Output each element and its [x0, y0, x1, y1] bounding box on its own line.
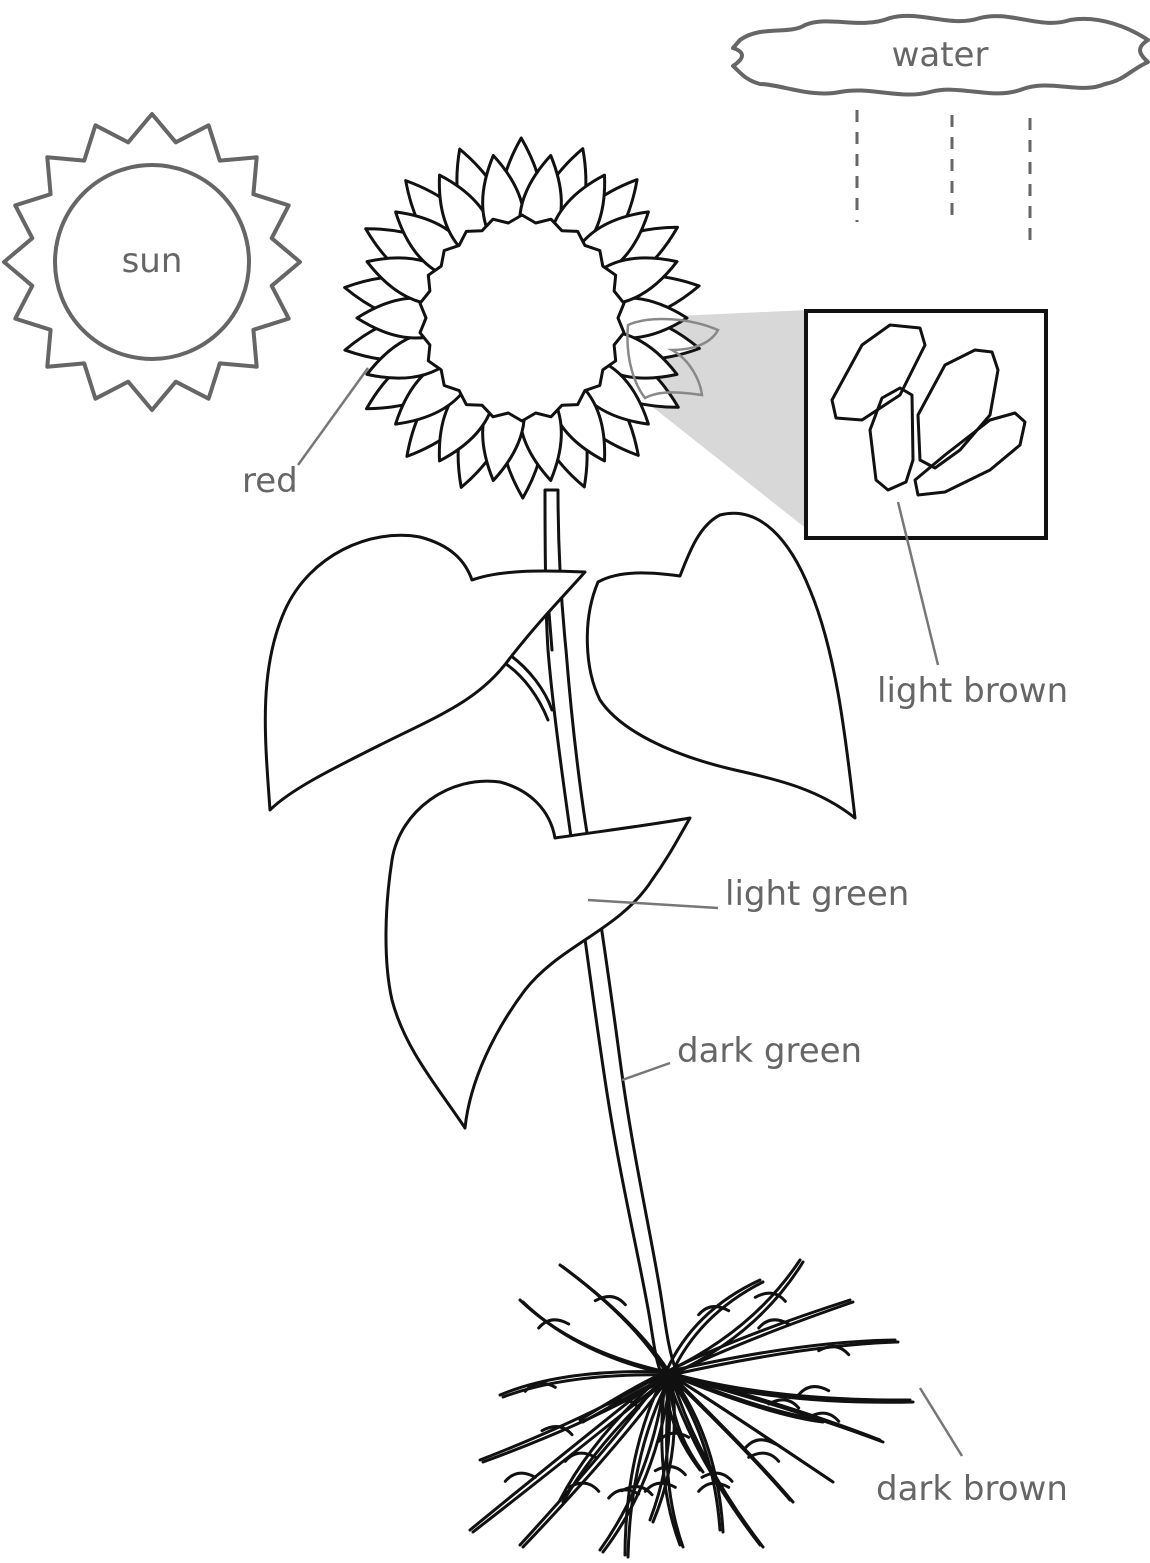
leaf-upper-left: [265, 535, 585, 810]
dark-brown-leader: [920, 1388, 962, 1456]
sun-label: sun: [122, 241, 183, 281]
cloud-icon: water: [733, 16, 1148, 245]
water-label: water: [892, 35, 989, 75]
red-leader: [298, 368, 368, 465]
light-green-label: light green: [725, 874, 909, 914]
branch-left: [510, 655, 552, 710]
dark-brown-label: dark brown: [876, 1469, 1068, 1509]
dark-green-leader: [622, 1063, 670, 1080]
root: [523, 1375, 671, 1547]
red-label: red: [242, 461, 298, 501]
rootlet: [819, 1347, 849, 1355]
leaf-lower: [386, 781, 690, 1128]
rootlet: [745, 1440, 775, 1448]
light-brown-label: light brown: [877, 671, 1068, 711]
dark-green-label: dark green: [677, 1031, 862, 1071]
seed-inset: [806, 311, 1046, 538]
rootlet: [799, 1387, 829, 1395]
sun-icon: sun: [4, 114, 300, 410]
leaf-upper-right: [587, 513, 855, 818]
roots: [470, 1260, 913, 1557]
flower-head: [345, 138, 700, 498]
root: [520, 1300, 666, 1372]
